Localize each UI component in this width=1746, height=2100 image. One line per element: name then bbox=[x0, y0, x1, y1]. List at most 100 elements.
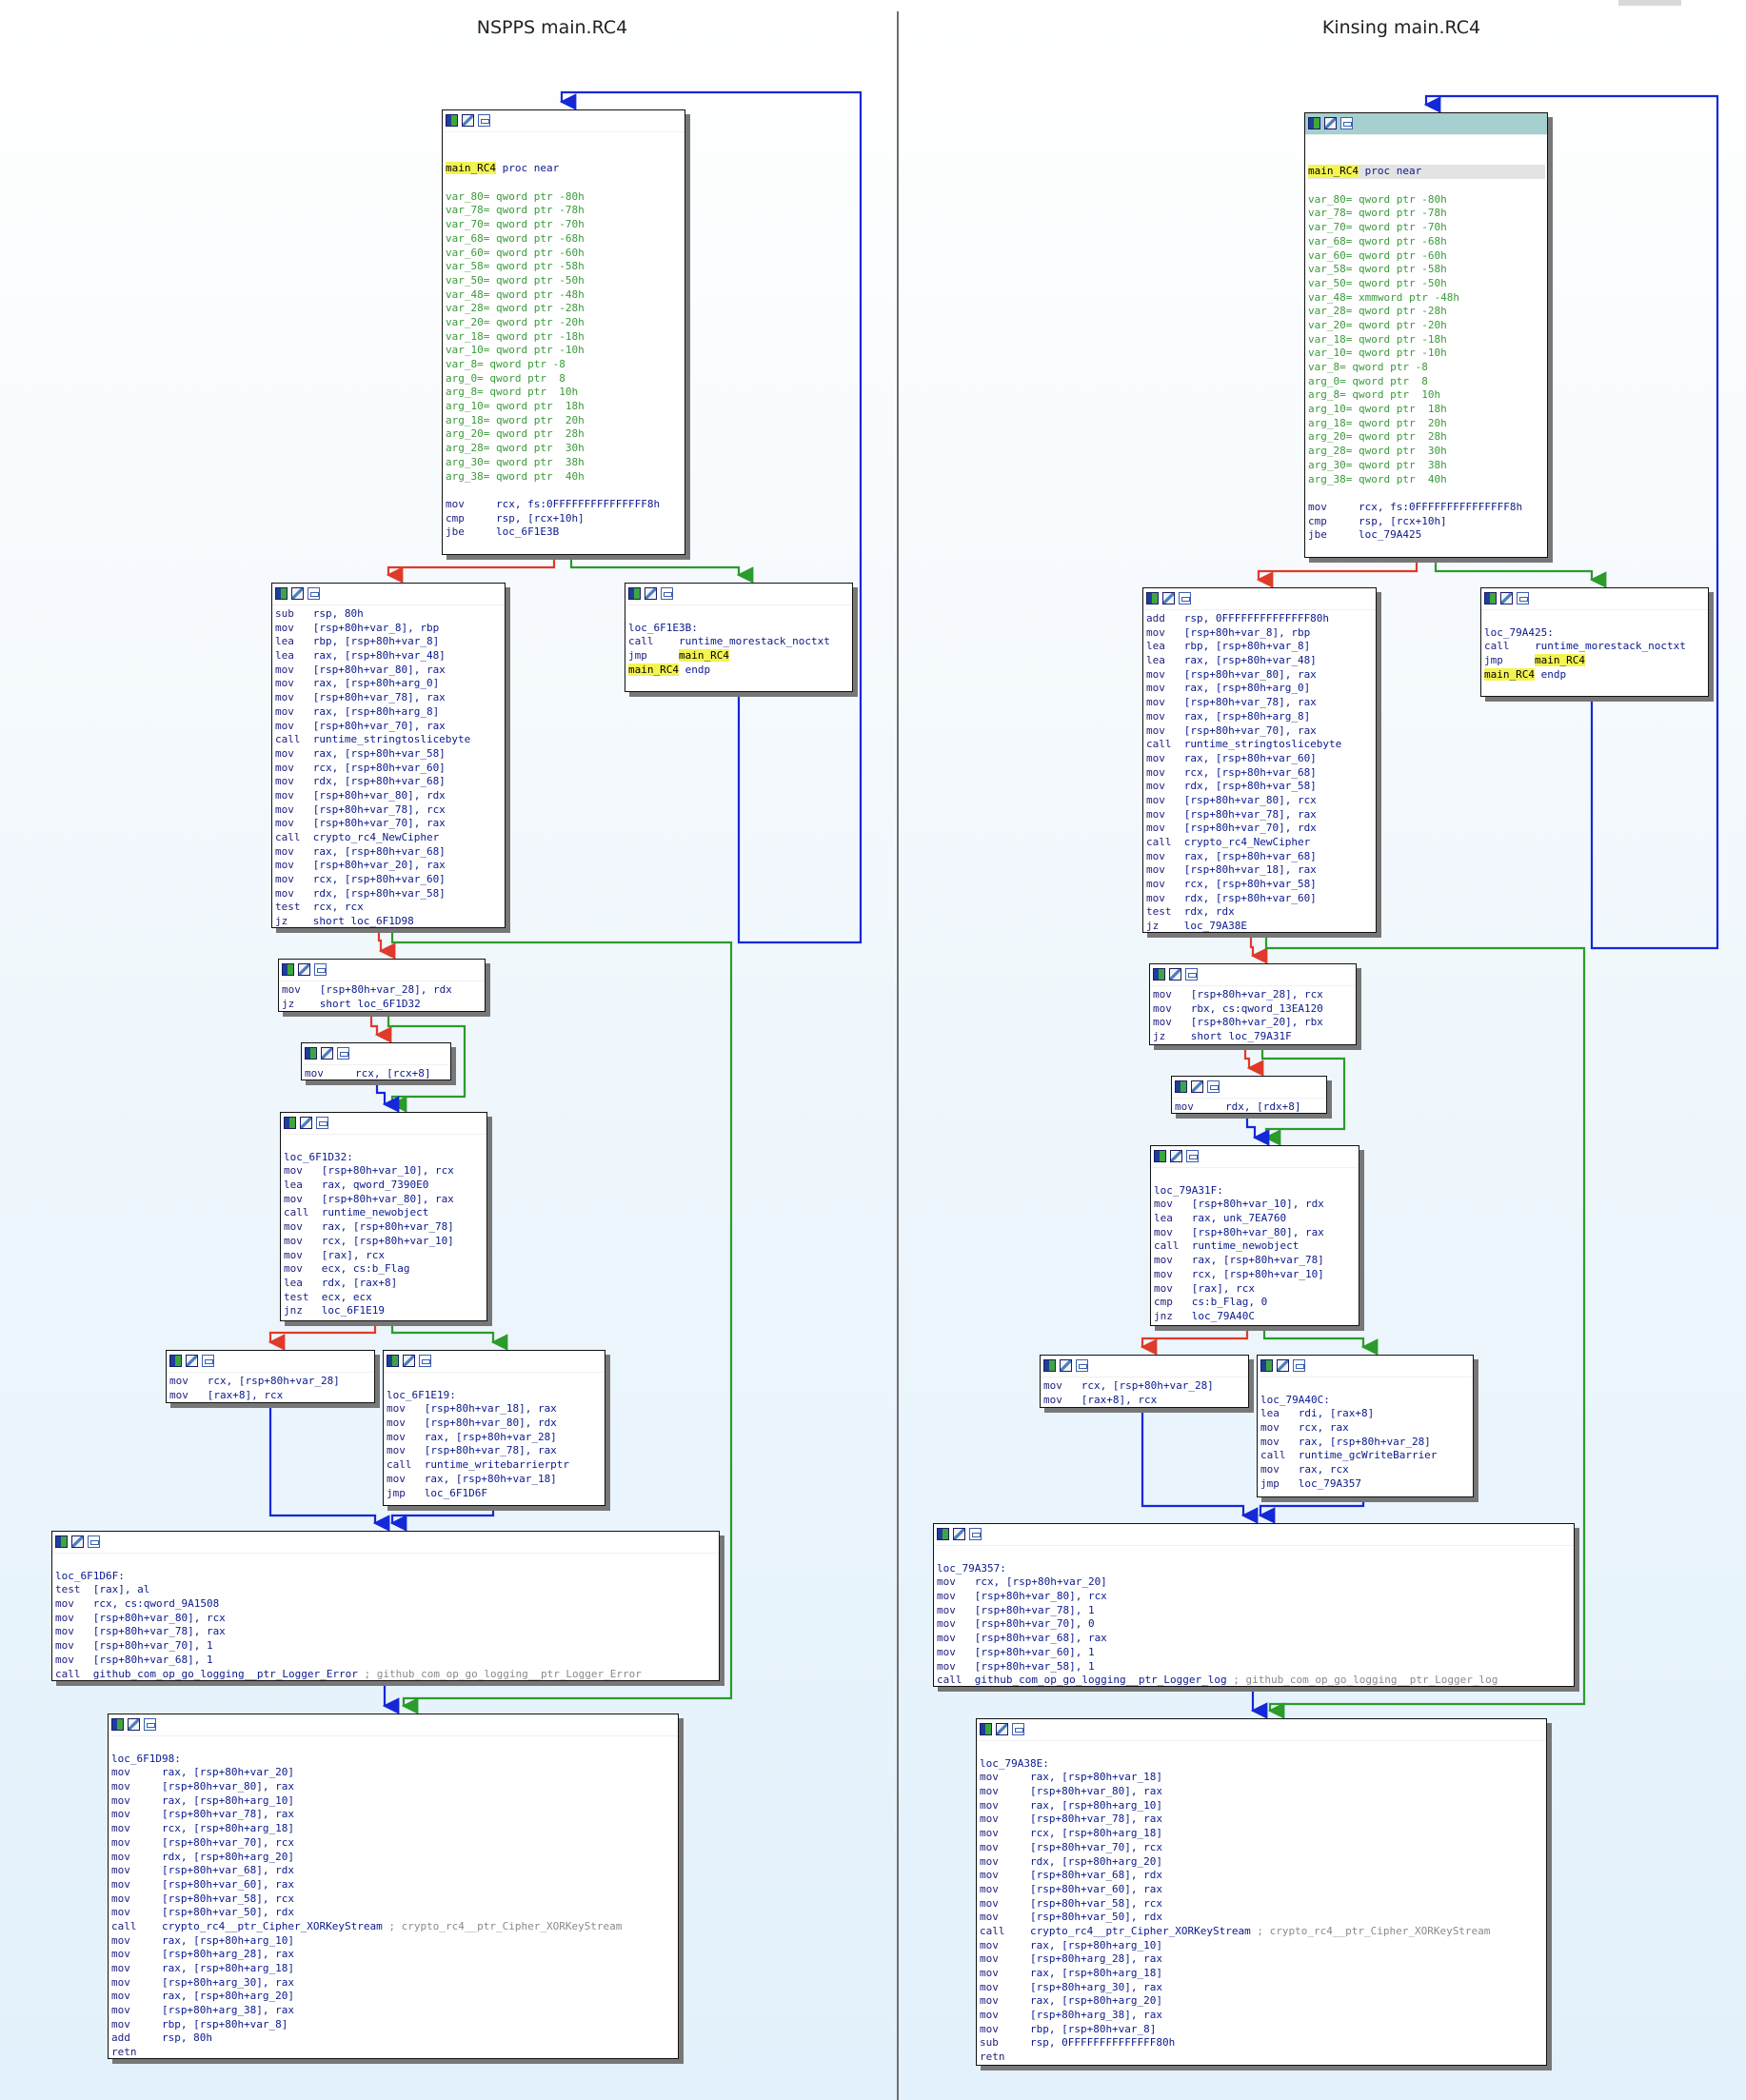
asm-line[interactable]: var_10= qword ptr -10h bbox=[446, 344, 683, 358]
block-header[interactable] bbox=[1172, 1077, 1326, 1099]
asm-line[interactable]: main_RC4 proc near bbox=[446, 162, 683, 176]
asm-line[interactable]: retn bbox=[111, 2046, 676, 2058]
asm-line[interactable]: mov[rsp+80h+var_70], rcx bbox=[980, 1841, 1544, 1855]
asm-line[interactable]: var_68= qword ptr -68h bbox=[1308, 235, 1545, 249]
graph-color-icon[interactable] bbox=[186, 1355, 198, 1367]
asm-line[interactable]: var_60= qword ptr -60h bbox=[446, 247, 683, 261]
graph-overview-icon[interactable] bbox=[169, 1355, 182, 1367]
asm-line[interactable] bbox=[284, 1137, 485, 1151]
asm-line[interactable]: mov[rsp+80h+var_78], rax bbox=[55, 1625, 717, 1639]
block-header[interactable] bbox=[302, 1043, 450, 1065]
asm-line[interactable]: mov[rsp+80h+var_58], rcx bbox=[980, 1897, 1544, 1912]
graph-overview-icon[interactable] bbox=[387, 1355, 399, 1367]
asm-line[interactable] bbox=[1308, 137, 1545, 151]
graph-rename-icon[interactable] bbox=[1207, 1080, 1220, 1093]
asm-line[interactable]: var_70= qword ptr -70h bbox=[446, 218, 683, 232]
graph-color-icon[interactable] bbox=[1170, 1150, 1182, 1162]
asm-line[interactable]: loc_79A40C: bbox=[1260, 1394, 1471, 1408]
asm-line[interactable]: mov[rsp+80h+var_80], rcx bbox=[1146, 794, 1374, 808]
asm-line[interactable]: arg_10= qword ptr 18h bbox=[446, 400, 683, 414]
asm-line[interactable]: mov[rax], rcx bbox=[1154, 1282, 1357, 1297]
asm-line[interactable]: mov[rsp+80h+var_70], 0 bbox=[937, 1617, 1572, 1632]
asm-line[interactable]: mov[rsp+80h+var_70], rcx bbox=[111, 1836, 676, 1851]
block-header[interactable] bbox=[625, 584, 852, 605]
asm-line[interactable]: mov[rsp+80h+var_70], rax bbox=[1146, 724, 1374, 739]
asm-line[interactable]: mov[rsp+80h+arg_38], rax bbox=[111, 2004, 676, 2018]
asm-line[interactable]: mov[rsp+80h+var_68], 1 bbox=[55, 1654, 717, 1668]
asm-line[interactable] bbox=[628, 607, 850, 622]
asm-line[interactable]: var_80= qword ptr -80h bbox=[446, 190, 683, 205]
asm-line[interactable] bbox=[446, 149, 683, 163]
asm-line[interactable]: var_78= qword ptr -78h bbox=[446, 204, 683, 218]
asm-line[interactable]: mov[rsp+80h+var_70], rax bbox=[275, 817, 503, 831]
asm-line[interactable]: var_28= qword ptr -28h bbox=[1308, 305, 1545, 319]
asm-line[interactable]: mov[rsp+80h+var_68], rax bbox=[937, 1632, 1572, 1646]
asm-line[interactable] bbox=[111, 1738, 676, 1753]
graph-overview-icon[interactable] bbox=[305, 1047, 317, 1060]
graph-color-icon[interactable] bbox=[321, 1047, 333, 1060]
asm-line[interactable]: mov[rsp+80h+var_18], rax bbox=[1146, 863, 1374, 878]
asm-line[interactable]: mov[rsp+80h+var_10], rcx bbox=[284, 1164, 485, 1179]
asm-line[interactable]: mov[rsp+80h+var_58], 1 bbox=[937, 1660, 1572, 1674]
asm-line[interactable]: arg_8= qword ptr 10h bbox=[446, 386, 683, 400]
graph-rename-icon[interactable] bbox=[144, 1718, 156, 1731]
asm-line[interactable]: var_48= xmmword ptr -48h bbox=[1308, 291, 1545, 306]
asm-line[interactable]: arg_0= qword ptr 8 bbox=[1308, 375, 1545, 389]
graph-color-icon[interactable] bbox=[1191, 1080, 1203, 1093]
graph-rename-icon[interactable] bbox=[1076, 1359, 1088, 1372]
block-header[interactable] bbox=[1258, 1356, 1473, 1377]
asm-line[interactable]: mov[rsp+80h+var_78], rcx bbox=[275, 803, 503, 818]
graph-overview-icon[interactable] bbox=[1043, 1359, 1056, 1372]
asm-line[interactable]: mov[rsp+80h+arg_28], rax bbox=[111, 1948, 676, 1962]
asm-line[interactable]: loc_79A31F: bbox=[1154, 1184, 1357, 1199]
block-header[interactable] bbox=[1151, 1146, 1359, 1168]
block-header[interactable] bbox=[384, 1351, 605, 1373]
asm-line[interactable]: mov[rsp+80h+var_80], rcx bbox=[937, 1590, 1572, 1604]
asm-line[interactable]: mov[rsp+80h+arg_28], rax bbox=[980, 1952, 1544, 1967]
graph-color-icon[interactable] bbox=[462, 114, 474, 127]
asm-line[interactable]: mov[rax+8], rcx bbox=[1043, 1394, 1246, 1407]
asm-line[interactable]: arg_18= qword ptr 20h bbox=[446, 414, 683, 428]
block-header[interactable] bbox=[977, 1719, 1546, 1741]
asm-line[interactable]: main_RC4 proc near bbox=[1308, 165, 1545, 180]
